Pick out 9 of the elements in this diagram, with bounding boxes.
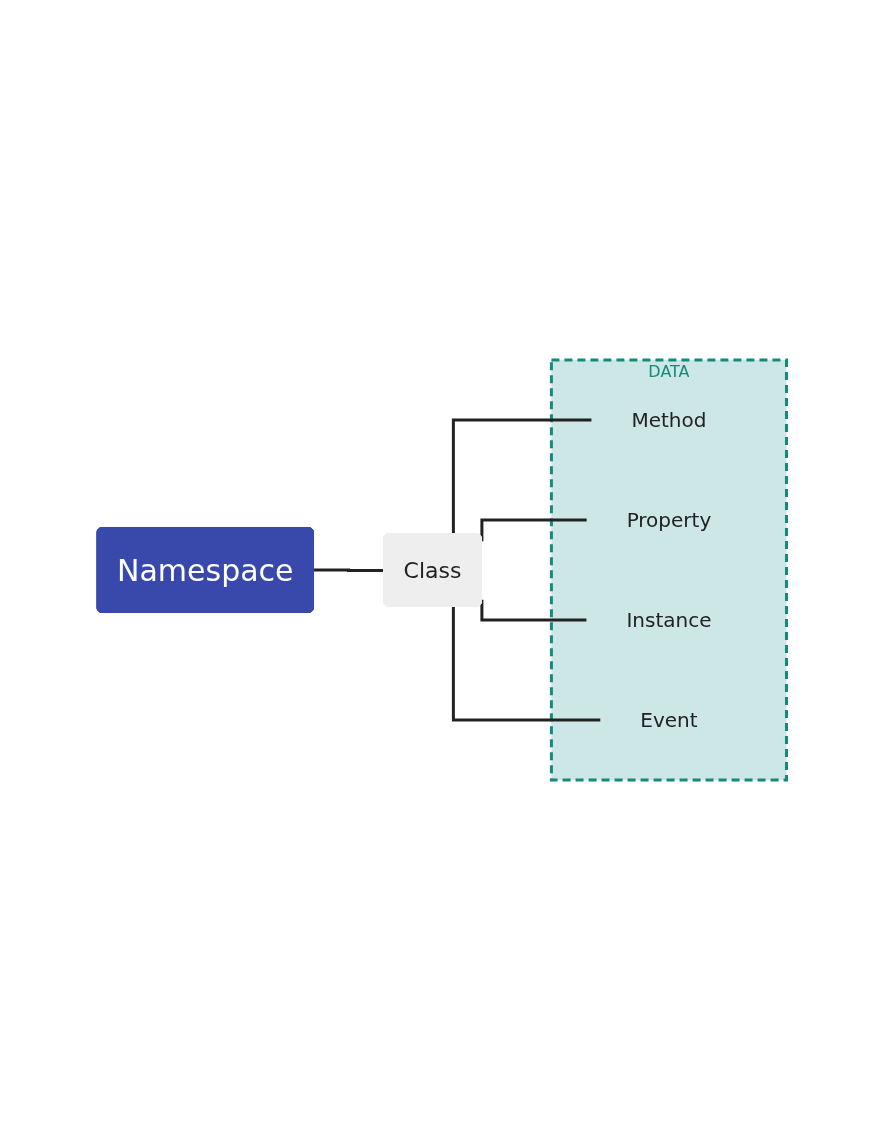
connector bbox=[312, 568, 385, 572]
connector bbox=[480, 518, 587, 541]
node-text: Event bbox=[640, 707, 698, 732]
connector bbox=[452, 418, 592, 534]
node-text: Property bbox=[626, 507, 712, 532]
node-text: Instance bbox=[626, 607, 712, 632]
connector bbox=[480, 599, 587, 621]
node-text: Method bbox=[631, 407, 707, 432]
connector bbox=[452, 606, 601, 721]
